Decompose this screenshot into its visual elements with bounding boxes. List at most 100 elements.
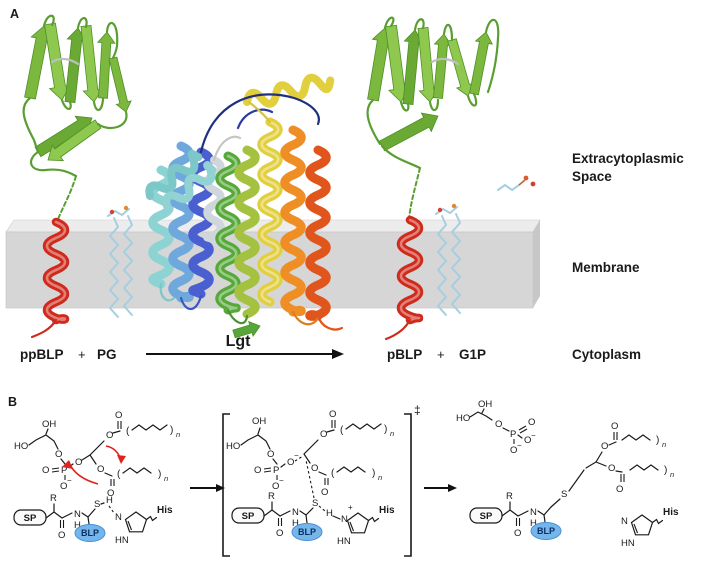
s-dag-bond	[568, 469, 585, 492]
ester-o-label: O	[608, 463, 615, 474]
carbonyl-o-label: O	[115, 410, 122, 421]
ester-o-label: O	[97, 464, 104, 475]
compartment-labels: Extracytoplasmic Space Membrane Cytoplas…	[572, 151, 684, 362]
substrate-label: ppBLP	[20, 347, 64, 362]
amide-n-label: N	[292, 507, 299, 518]
ts-histidine-imidazole: N + HN His	[337, 503, 395, 547]
leaving-o-label: O	[287, 457, 294, 468]
amide-h-label: H	[292, 518, 299, 529]
histidine-label: His	[663, 507, 679, 518]
bridging-h-label: H	[326, 508, 333, 519]
ppblp-beta-sandwich	[24, 22, 132, 162]
imidazole-ring	[346, 512, 370, 534]
minus-charge: −	[279, 476, 284, 485]
pblp-tm-helix	[384, 215, 424, 341]
reaction-arrow-head	[332, 349, 344, 359]
diacylglycerol: O O ( ) n O O ( ) n	[89, 410, 180, 499]
r-group-label: R	[506, 491, 513, 502]
p-label: P	[510, 429, 516, 440]
thiolate-s-label: S	[312, 498, 318, 509]
product-diacylglyceryl: O O ) n O O ) n S	[550, 421, 674, 508]
panel-a: A	[5, 7, 684, 362]
chain-subscript: n	[670, 470, 674, 479]
thiol-s-label: S	[94, 499, 100, 510]
histidine-imidazole: N HN His	[115, 505, 173, 546]
oh-label: OH	[42, 419, 56, 430]
phosphate-head-dot	[437, 207, 443, 213]
lgt-top-yellow-helix	[243, 73, 335, 108]
blp-oval	[291, 523, 323, 541]
glycerol-head-dot	[123, 205, 129, 211]
ppblp-helix-tail	[30, 318, 58, 339]
ts-glycerophosphate: OH HO O P O O − O −	[226, 416, 304, 492]
carbonyl-o-label: O	[329, 409, 336, 420]
ring-hn-label: HN	[621, 538, 635, 549]
carbonyl-o-label: O	[616, 484, 623, 495]
g1p-oxygen-dot	[530, 181, 536, 187]
o-label: O	[510, 445, 517, 456]
extracytoplasmic-label-line2: Space	[572, 169, 612, 184]
chain-subscript: n	[390, 429, 394, 438]
reaction-arrow-1	[190, 484, 225, 492]
peptide-backbone: SP R O N H S H BLP	[13, 493, 115, 542]
minus-charge: −	[531, 431, 536, 440]
panel-a-reaction: ppBLP + PG Lgt pBLP + G1P	[20, 333, 486, 362]
o-label: O	[42, 465, 49, 476]
structure-product: HO OH O P O O − O − O	[456, 399, 679, 549]
blp-label: BLP	[537, 526, 555, 536]
blp-label: BLP	[81, 528, 99, 538]
lipid-donor-label: PG	[97, 347, 117, 362]
ester-o-label: O	[601, 441, 608, 452]
left-paren: (	[331, 468, 335, 479]
left-paren: (	[126, 426, 130, 437]
lgt-cyan-helix-2	[162, 161, 217, 210]
thiol-h-label: H	[106, 495, 113, 506]
o-label: O	[75, 457, 82, 468]
plus-sign: +	[78, 347, 86, 362]
panel-b-label: B	[8, 395, 17, 409]
signal-peptide-label: SP	[242, 511, 255, 522]
ts-diacylglycerol: O O ( ) n O O ( ) n	[303, 409, 394, 498]
right-paren: )	[158, 469, 161, 480]
ppblp-structure	[22, 14, 132, 339]
lipid-right	[435, 203, 462, 316]
double-dagger: ‡	[414, 403, 421, 417]
pg-glycerophosphate: OH HO O P O O − O	[14, 419, 91, 492]
pg-lipid-left	[107, 205, 134, 318]
right-paren: )	[664, 465, 667, 476]
red-arrow-head	[117, 455, 126, 464]
o-label: O	[267, 449, 274, 460]
right-paren: )	[372, 468, 375, 479]
extracytoplasmic-label-line1: Extracytoplasmic	[572, 151, 684, 166]
panel-b: B OH HO O P O O − O	[8, 395, 679, 557]
product-peptide-backbone: SP R O N H BLP	[469, 491, 562, 540]
o-label: O	[524, 435, 531, 446]
pblp-beta-sandwich	[367, 24, 494, 152]
g1p-molecule	[497, 175, 536, 192]
lgt-helix-bundle	[145, 73, 335, 321]
o-label: O	[272, 481, 279, 492]
oh-label: OH	[478, 399, 492, 410]
carbonyl-o-label: O	[514, 528, 521, 539]
cytoplasm-label: Cytoplasm	[572, 347, 641, 362]
chain-subscript: n	[378, 473, 382, 482]
ppblp-linker-dashed	[56, 175, 77, 223]
released-glycerophosphate: HO OH O P O O − O −	[456, 399, 536, 456]
minus-charge: −	[67, 476, 72, 485]
ester-o-label: O	[106, 430, 113, 441]
ho-label: HO	[14, 441, 28, 452]
lgt-structure	[145, 73, 344, 339]
blp-oval	[530, 522, 562, 540]
chain-subscript: n	[176, 430, 180, 439]
left-paren: (	[340, 425, 344, 436]
amide-h-label: H	[530, 518, 537, 529]
amide-h-label: H	[74, 520, 81, 531]
s-h-dashed	[318, 505, 326, 512]
o-label: O	[60, 481, 67, 492]
histidine-label: His	[157, 505, 173, 516]
membrane-side-face	[533, 220, 540, 308]
carbonyl-o-label: O	[107, 488, 114, 499]
red-arrow-head	[62, 460, 73, 469]
mechanism-arrows	[62, 445, 126, 485]
